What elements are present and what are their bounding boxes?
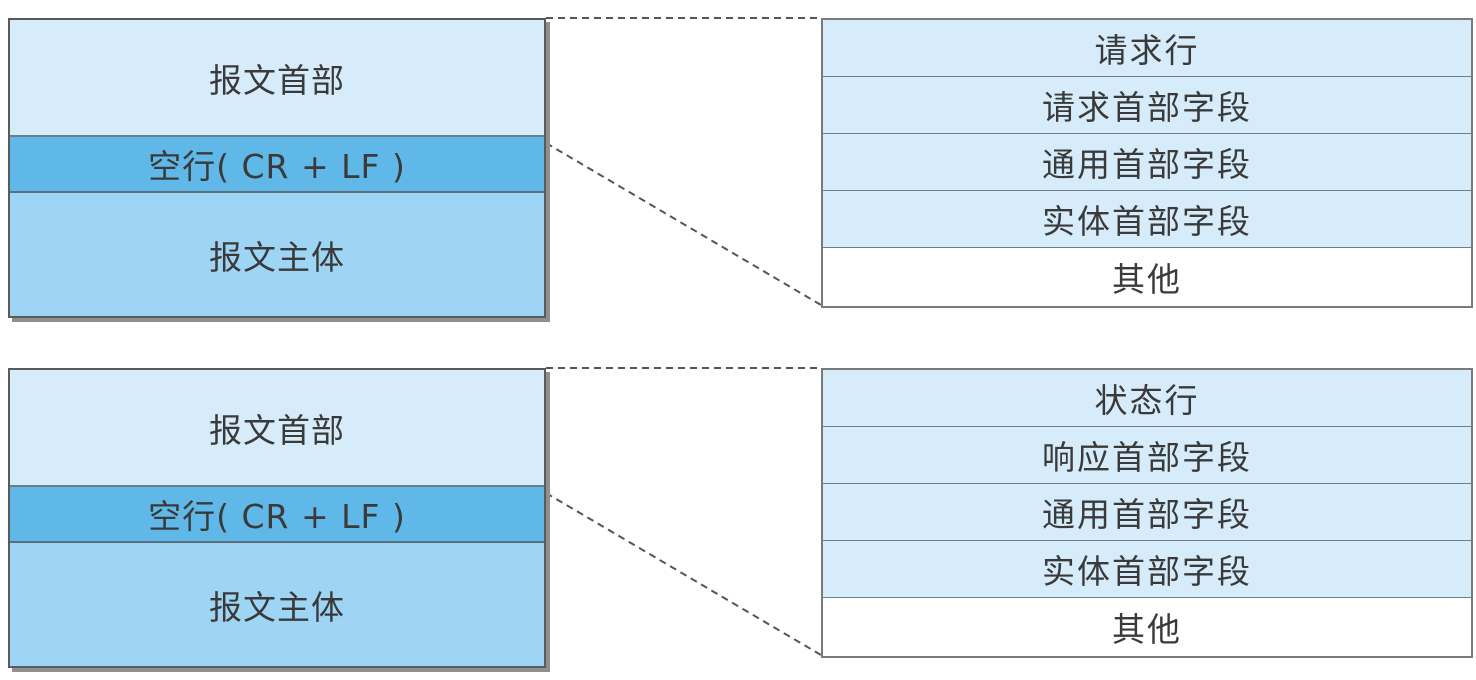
request-message-diagram: 报文首部 空行( CR + LF ) 报文主体 请求行 请求首部字段 通用首部字… — [0, 0, 1476, 330]
message-blank-line: 空行( CR + LF ) — [10, 137, 544, 193]
field-general-headers: 通用首部字段 — [823, 134, 1471, 192]
response-header-fields: 状态行 响应首部字段 通用首部字段 实体首部字段 其他 — [821, 368, 1473, 658]
message-body: 报文主体 — [10, 193, 544, 316]
field-entity-headers: 实体首部字段 — [823, 541, 1471, 599]
response-message-diagram: 报文首部 空行( CR + LF ) 报文主体 状态行 响应首部字段 通用首部字… — [0, 350, 1476, 680]
connector-bottom-line — [545, 142, 822, 306]
field-other: 其他 — [823, 248, 1471, 306]
connector-bottom-line — [545, 492, 822, 656]
response-message-block: 报文首部 空行( CR + LF ) 报文主体 — [8, 368, 546, 668]
request-header-fields: 请求行 请求首部字段 通用首部字段 实体首部字段 其他 — [821, 18, 1473, 308]
request-message-block: 报文首部 空行( CR + LF ) 报文主体 — [8, 18, 546, 318]
field-response-headers: 响应首部字段 — [823, 427, 1471, 485]
field-request-headers: 请求首部字段 — [823, 77, 1471, 135]
message-header: 报文首部 — [10, 370, 544, 487]
field-entity-headers: 实体首部字段 — [823, 191, 1471, 249]
message-header: 报文首部 — [10, 20, 544, 137]
message-blank-line: 空行( CR + LF ) — [10, 487, 544, 543]
field-other: 其他 — [823, 598, 1471, 656]
field-request-line: 请求行 — [823, 20, 1471, 78]
message-body: 报文主体 — [10, 543, 544, 666]
field-status-line: 状态行 — [823, 370, 1471, 428]
field-general-headers: 通用首部字段 — [823, 484, 1471, 542]
